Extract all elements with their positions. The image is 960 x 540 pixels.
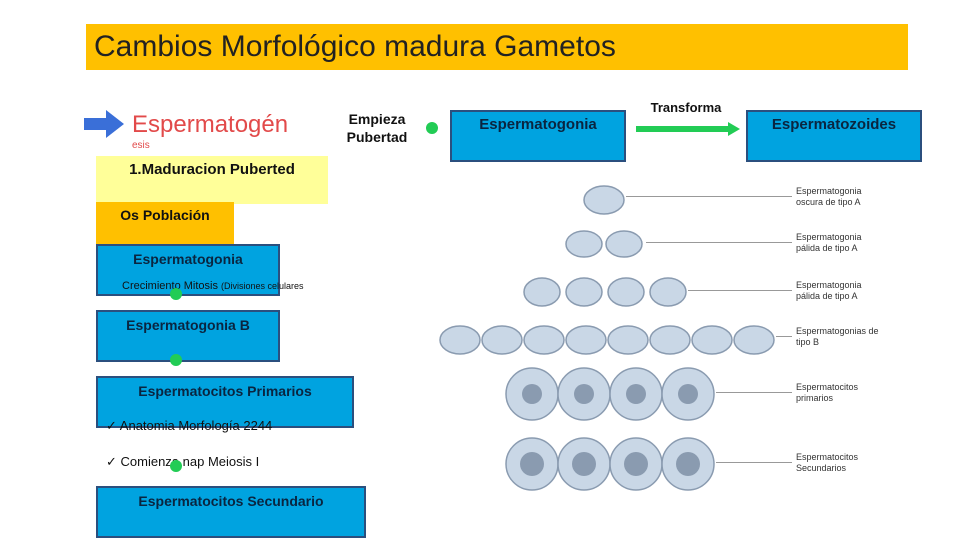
bullet-1: ✓ Anatomia Morfología 2244 bbox=[106, 418, 273, 433]
flow-box-spermatozoa-label: Espermatozoides bbox=[771, 116, 897, 133]
label-line bbox=[716, 392, 792, 393]
check-icon bbox=[170, 354, 182, 366]
secondary-spermatocyte-box: Espermatocitos Secundario bbox=[96, 486, 366, 538]
primary-spermatocyte-box: Espermatocitos Primarios bbox=[96, 376, 354, 428]
population-box: Os Población bbox=[96, 202, 234, 246]
secondary-spermatocyte-label: Espermatocitos Secundario bbox=[138, 493, 324, 509]
diagram-label-2: Espermatogonia pálida de tipo A bbox=[796, 232, 862, 253]
flow-box-spermatogonia-label: Espermatogonia bbox=[479, 116, 597, 133]
flow-box-spermatozoa: Espermatozoides bbox=[746, 110, 922, 162]
stage-box: 1.Maduracion Puberted bbox=[96, 156, 328, 204]
start-label: Empieza Pubertad bbox=[346, 111, 408, 145]
diagram-label-1: Espermatogonia oscura de tipo A bbox=[796, 186, 862, 207]
bullet-2-text: Comienza nap Meiosis I bbox=[120, 454, 260, 469]
slide-title: Cambios Morfológico madura Gametos bbox=[86, 24, 908, 70]
check-icon bbox=[170, 288, 182, 300]
mitosis-suffix: (Divisiones celulares bbox=[221, 281, 304, 291]
label-line bbox=[688, 290, 792, 291]
mitosis-note: Crecimiento Mitosis (Divisiones celulare… bbox=[122, 280, 304, 292]
row-4 bbox=[439, 325, 775, 355]
check-icon bbox=[170, 460, 182, 472]
row-1 bbox=[583, 185, 625, 215]
cell-rows bbox=[439, 185, 775, 491]
mitosis-label: Crecimiento Mitosis bbox=[122, 280, 218, 292]
flow-box-spermatogonia: Espermatogonia bbox=[450, 110, 626, 162]
cell-nuclei bbox=[520, 384, 700, 476]
bullet-2: ✓ Comienza nap Meiosis I bbox=[106, 454, 260, 469]
diagram-label-3: Espermatogonia pálida de tipo A bbox=[796, 280, 862, 301]
spermatogonia-b-label: Espermatogonia B bbox=[126, 317, 250, 333]
spermatogonia-box: Espermatogonia bbox=[96, 244, 280, 296]
spermatogonia-b-box: Espermatogonia B bbox=[96, 310, 280, 362]
row-2 bbox=[565, 230, 643, 258]
bullet-1-text: Anatomia Morfología 2244 bbox=[119, 418, 273, 433]
label-line bbox=[646, 242, 792, 243]
label-line bbox=[716, 462, 792, 463]
spermatogonia-label: Espermatogonia bbox=[133, 251, 243, 267]
diagram-label-4: Espermatogonias de tipo B bbox=[796, 326, 879, 347]
section-title: Espermatogén bbox=[132, 111, 289, 138]
diagram-label-5: Espermatocitos primarios bbox=[796, 382, 859, 403]
right-arrow-icon bbox=[84, 110, 124, 138]
label-line bbox=[776, 336, 792, 337]
row-3 bbox=[523, 277, 687, 307]
primary-spermatocyte-label: Espermatocitos Primarios bbox=[138, 383, 312, 399]
label-line bbox=[626, 196, 792, 197]
transform-label: Transforma bbox=[650, 100, 722, 115]
check-icon bbox=[426, 122, 438, 134]
section-title-tail: esis bbox=[132, 140, 150, 151]
cell-diagram bbox=[439, 185, 775, 491]
flow-arrow-icon bbox=[636, 122, 740, 136]
diagram-label-6: Espermatocitos Secundarios bbox=[796, 452, 859, 473]
